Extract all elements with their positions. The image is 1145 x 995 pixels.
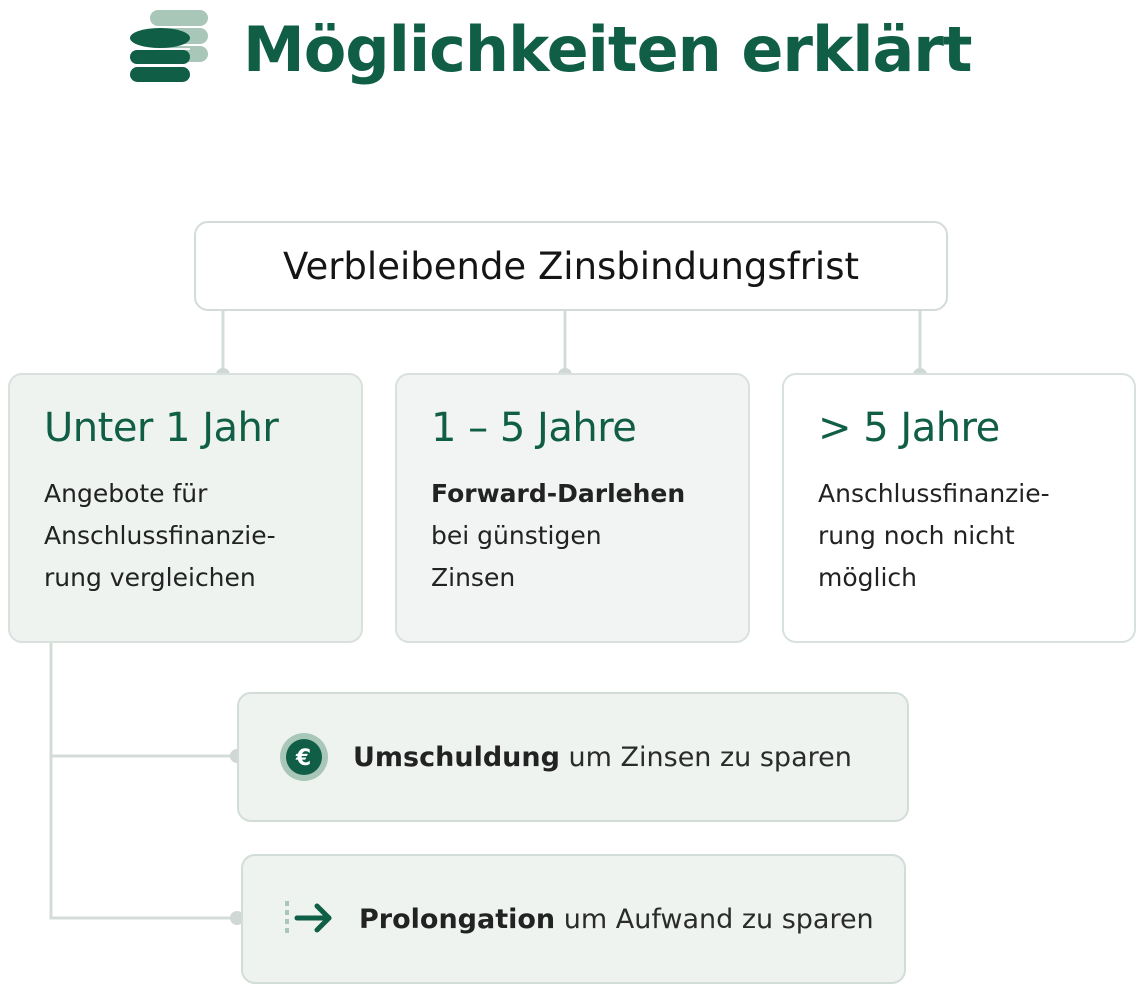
option-text: Angebote für Anschlussfinanzie- rung ver…	[44, 479, 276, 592]
option-heading: Unter 1 Jahr	[44, 405, 279, 451]
svg-text:€: €	[295, 746, 311, 771]
sub-option-text: um Zinsen zu sparen	[559, 741, 852, 773]
sub-option-label: Umschuldung um Zinsen zu sparen	[353, 742, 852, 773]
option-text-rest: bei günstigen Zinsen	[431, 521, 602, 592]
root-node: Verbleibende Zinsbindungsfrist	[194, 221, 948, 311]
sub-option-umschuldung: € Umschuldung um Zinsen zu sparen	[237, 692, 909, 822]
euro-coin-icon: €	[279, 732, 329, 782]
dotted-arrow-right-icon	[283, 899, 335, 939]
option-card-over-5-years: > 5 Jahre Anschlussfinanzie- rung noch n…	[782, 373, 1136, 643]
sub-option-label: Prolongation um Aufwand zu sparen	[359, 904, 874, 935]
sub-option-bold: Umschuldung	[353, 741, 560, 773]
option-text: Forward-Darlehen bei günstigen Zinsen	[431, 473, 714, 599]
coins-stack-icon	[130, 10, 208, 82]
option-heading: > 5 Jahre	[818, 405, 1000, 451]
option-bold-text: Forward-Darlehen	[431, 479, 686, 508]
sub-option-text: um Aufwand zu sparen	[555, 903, 874, 935]
sub-option-prolongation: Prolongation um Aufwand zu sparen	[241, 854, 906, 984]
page-title: Möglichkeiten erklärt	[243, 13, 973, 86]
option-text: Anschlussfinanzie- rung noch nicht mögli…	[818, 479, 1050, 592]
option-heading: 1 – 5 Jahre	[431, 405, 637, 451]
root-label: Verbleibende Zinsbindungsfrist	[283, 244, 859, 288]
option-card-under-1-year: Unter 1 Jahr Angebote für Anschlussfinan…	[8, 373, 363, 643]
option-card-1-5-years: 1 – 5 Jahre Forward-Darlehen bei günstig…	[395, 373, 750, 643]
sub-option-bold: Prolongation	[359, 903, 556, 935]
